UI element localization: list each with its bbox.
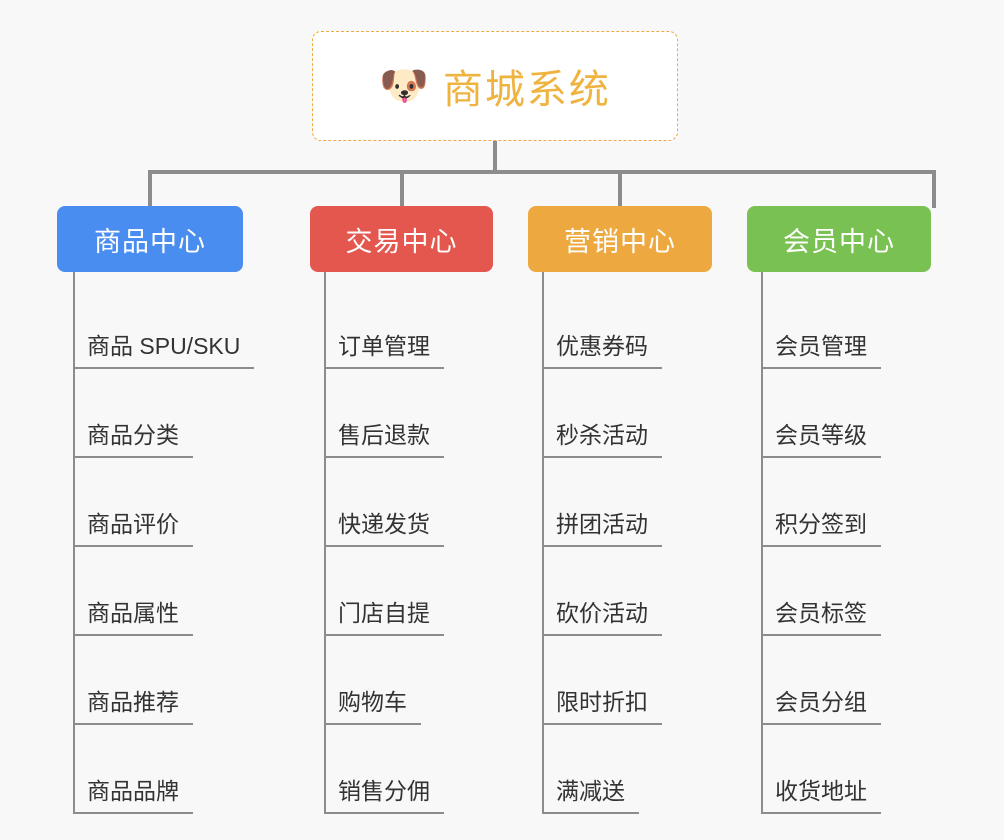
leaf-label: 收货地址 [761,778,881,814]
list-item[interactable]: 售后退款 [310,369,493,458]
leaf-label: 满减送 [542,778,639,814]
leaf-spine [73,272,75,814]
leaf-list-marketing-center: 优惠券码 秒杀活动 拼团活动 砍价活动 限时折扣 满减送 [528,272,712,814]
branch-product-center: 商品中心 商品 SPU/SKU 商品分类 商品评价 商品属性 商品推荐 商品品牌 [57,206,255,814]
list-item[interactable]: 积分签到 [747,458,931,547]
leaf-label: 砍价活动 [542,600,662,636]
list-item[interactable]: 购物车 [310,636,493,725]
list-item[interactable]: 门店自提 [310,547,493,636]
leaf-spine [324,272,326,814]
branch-marketing-center: 营销中心 优惠券码 秒杀活动 拼团活动 砍价活动 限时折扣 满减送 [528,206,712,814]
leaf-list-product-center: 商品 SPU/SKU 商品分类 商品评价 商品属性 商品推荐 商品品牌 [57,272,255,814]
connector-stem [493,141,497,173]
leaf-label: 会员管理 [761,333,881,369]
list-item[interactable]: 商品品牌 [57,725,243,814]
list-item[interactable]: 会员等级 [747,369,931,458]
branch-header-marketing-center[interactable]: 营销中心 [528,206,712,272]
connector-horizontal-bar [148,170,936,174]
list-item[interactable]: 拼团活动 [528,458,712,547]
leaf-label: 门店自提 [324,600,444,636]
leaf-label: 商品推荐 [73,689,193,725]
list-item[interactable]: 会员管理 [747,280,931,369]
branch-header-trade-center[interactable]: 交易中心 [310,206,493,272]
list-item[interactable]: 商品推荐 [57,636,243,725]
list-item[interactable]: 砍价活动 [528,547,712,636]
leaf-spine [542,272,544,814]
leaf-label: 销售分佣 [324,778,444,814]
list-item[interactable]: 订单管理 [310,280,493,369]
list-item[interactable]: 秒杀活动 [528,369,712,458]
dog-face-icon: 🐶 [379,64,429,108]
list-item[interactable]: 商品属性 [57,547,243,636]
branch-header-product-center[interactable]: 商品中心 [57,206,243,272]
root-node[interactable]: 🐶 商城系统 [312,31,678,141]
leaf-list-trade-center: 订单管理 售后退款 快递发货 门店自提 购物车 销售分佣 [310,272,493,814]
leaf-list-member-center: 会员管理 会员等级 积分签到 会员标签 会员分组 收货地址 [747,272,931,814]
leaf-label: 会员标签 [761,600,881,636]
leaf-label: 限时折扣 [542,689,662,725]
list-item[interactable]: 收货地址 [747,725,931,814]
list-item[interactable]: 限时折扣 [528,636,712,725]
branch-trade-center: 交易中心 订单管理 售后退款 快递发货 门店自提 购物车 销售分佣 [310,206,493,814]
connector-drop-1 [148,170,152,208]
branch-header-member-center[interactable]: 会员中心 [747,206,931,272]
leaf-label: 会员分组 [761,689,881,725]
leaf-label: 商品评价 [73,511,193,547]
leaf-label: 优惠券码 [542,333,662,369]
leaf-label: 商品分类 [73,422,193,458]
connector-drop-4 [932,170,936,208]
list-item[interactable]: 商品评价 [57,458,243,547]
connector-drop-3 [618,170,622,208]
leaf-label: 订单管理 [324,333,444,369]
connector-drop-2 [400,170,404,208]
list-item[interactable]: 优惠券码 [528,280,712,369]
list-item[interactable]: 会员标签 [747,547,931,636]
list-item[interactable]: 商品分类 [57,369,243,458]
leaf-label: 快递发货 [324,511,444,547]
leaf-label: 秒杀活动 [542,422,662,458]
leaf-label: 拼团活动 [542,511,662,547]
leaf-label: 购物车 [324,689,421,725]
leaf-label: 商品品牌 [73,778,193,814]
list-item[interactable]: 会员分组 [747,636,931,725]
list-item[interactable]: 满减送 [528,725,712,814]
leaf-label: 商品属性 [73,600,193,636]
list-item[interactable]: 商品 SPU/SKU [57,280,255,369]
leaf-label: 积分签到 [761,511,881,547]
leaf-label: 会员等级 [761,422,881,458]
leaf-label: 售后退款 [324,422,444,458]
list-item[interactable]: 销售分佣 [310,725,493,814]
leaf-spine [761,272,763,814]
list-item[interactable]: 快递发货 [310,458,493,547]
branch-member-center: 会员中心 会员管理 会员等级 积分签到 会员标签 会员分组 收货地址 [747,206,931,814]
root-title: 商城系统 [442,68,611,112]
leaf-label: 商品 SPU/SKU [73,333,255,369]
